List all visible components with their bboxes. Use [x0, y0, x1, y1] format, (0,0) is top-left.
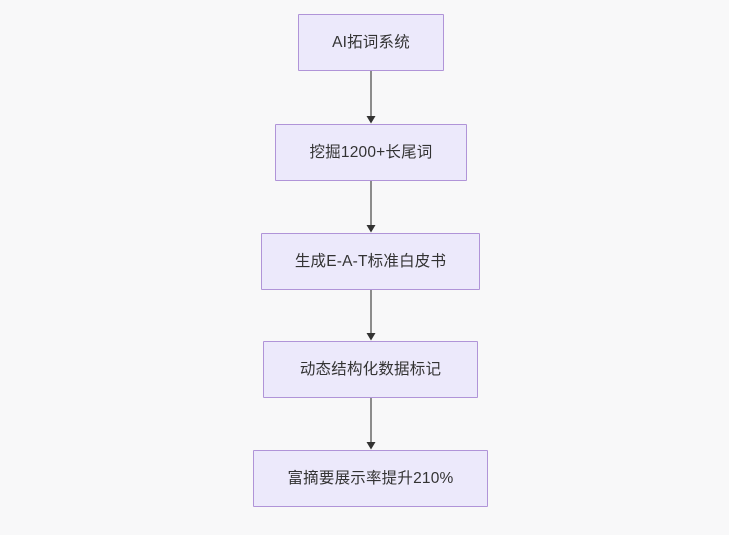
flowchart-node-n1[interactable]: AI拓词系统	[298, 14, 444, 71]
edge-n2-n3	[366, 181, 376, 233]
flowchart-node-n2[interactable]: 挖掘1200+长尾词	[275, 124, 467, 181]
arrowhead-icon	[366, 116, 376, 124]
arrowhead-icon	[366, 333, 376, 341]
edge-n3-n4	[366, 290, 376, 341]
flowchart-node-label: 动态结构化数据标记	[299, 360, 442, 378]
arrowhead-icon	[366, 225, 376, 233]
flowchart-node-n3[interactable]: 生成E-A-T标准白皮书	[261, 233, 480, 290]
edge-n4-n5	[366, 398, 376, 450]
flowchart-node-n5[interactable]: 富摘要展示率提升210%	[253, 450, 488, 507]
flowchart-node-n4[interactable]: 动态结构化数据标记	[263, 341, 478, 398]
edge-n1-n2	[366, 71, 376, 124]
flowchart-node-label: 富摘要展示率提升210%	[287, 469, 454, 487]
flowchart-node-label: 挖掘1200+长尾词	[309, 143, 433, 161]
flowchart-node-label: 生成E-A-T标准白皮书	[294, 252, 447, 270]
arrowhead-icon	[366, 442, 376, 450]
flowchart-node-label: AI拓词系统	[332, 33, 410, 51]
